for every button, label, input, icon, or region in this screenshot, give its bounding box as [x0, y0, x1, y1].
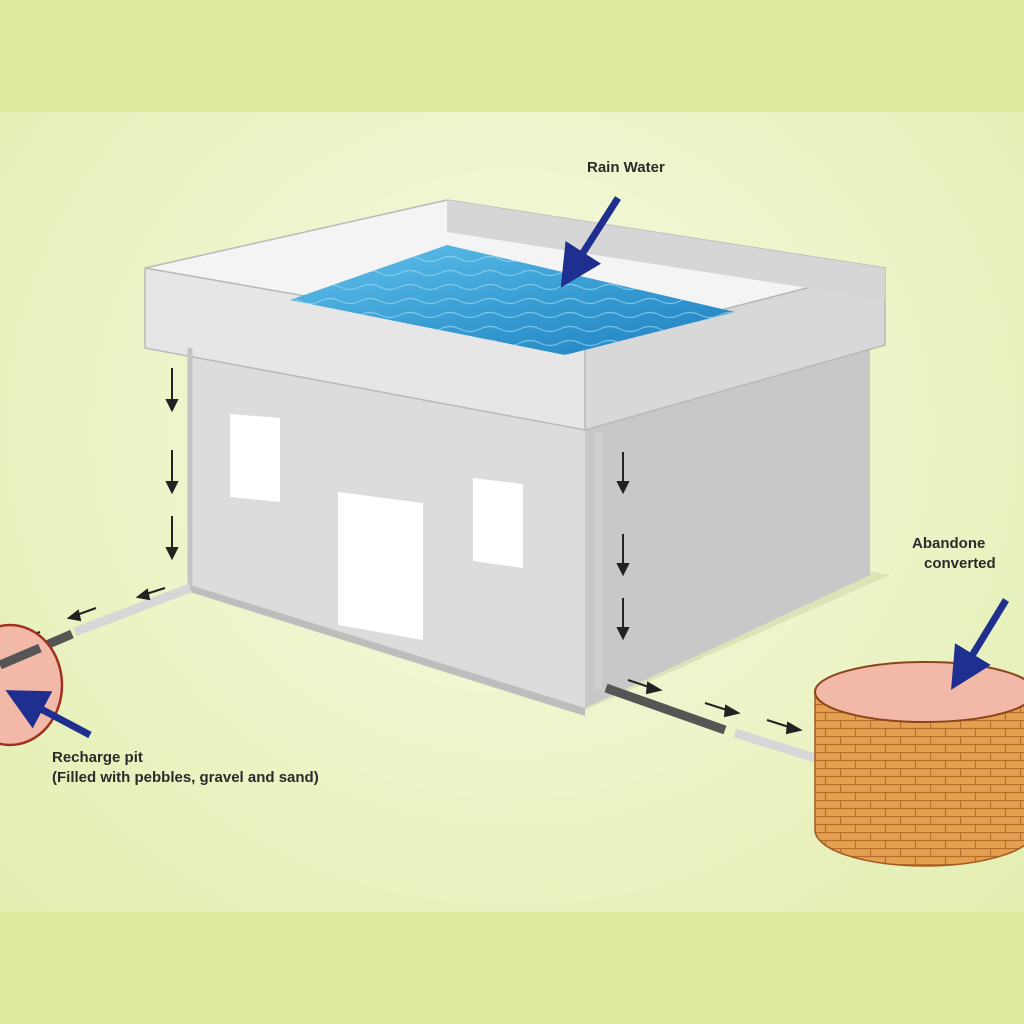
rain-water-ripples	[290, 245, 735, 355]
building-base-edge	[190, 585, 585, 716]
roof-parapet-side	[584, 267, 886, 431]
diagram-panel: Rain Water Recharge pit (Filled with peb…	[0, 112, 1024, 912]
rain-water-pointer-arrow	[560, 196, 621, 288]
well-pointer-arrow	[951, 598, 1009, 690]
downflow-arrows-right	[616, 452, 630, 641]
pipe-into-pit	[0, 643, 42, 670]
bottom-border-band	[0, 912, 1024, 1024]
roof-inner-wall	[447, 200, 885, 300]
recharge-pit-pointer-arrow	[5, 690, 92, 739]
recharge-pit-detail-label: (Filled with pebbles, gravel and sand)	[52, 769, 319, 786]
well-label-line2: converted	[924, 555, 996, 572]
door	[338, 492, 423, 640]
downflow-arrows-left	[165, 368, 179, 561]
pipe-to-recharge-pit-light	[73, 583, 192, 637]
top-border-band	[0, 0, 1024, 112]
window-left	[230, 414, 280, 502]
well-top-opening	[814, 661, 1024, 723]
rainwater-harvesting-diagram	[0, 196, 1024, 867]
recharge-pit-label: Recharge pit	[52, 749, 143, 766]
rain-water-label: Rain Water	[587, 159, 665, 176]
building-side-wall	[585, 345, 870, 708]
window-right	[473, 478, 523, 568]
pipe-to-well-dark	[604, 683, 727, 735]
well-label-line1: Abandone	[912, 535, 986, 552]
flow-arrows-right-pipe	[627, 679, 803, 735]
well-brick-wall	[814, 691, 1024, 867]
pipe-to-well-light	[733, 728, 817, 763]
